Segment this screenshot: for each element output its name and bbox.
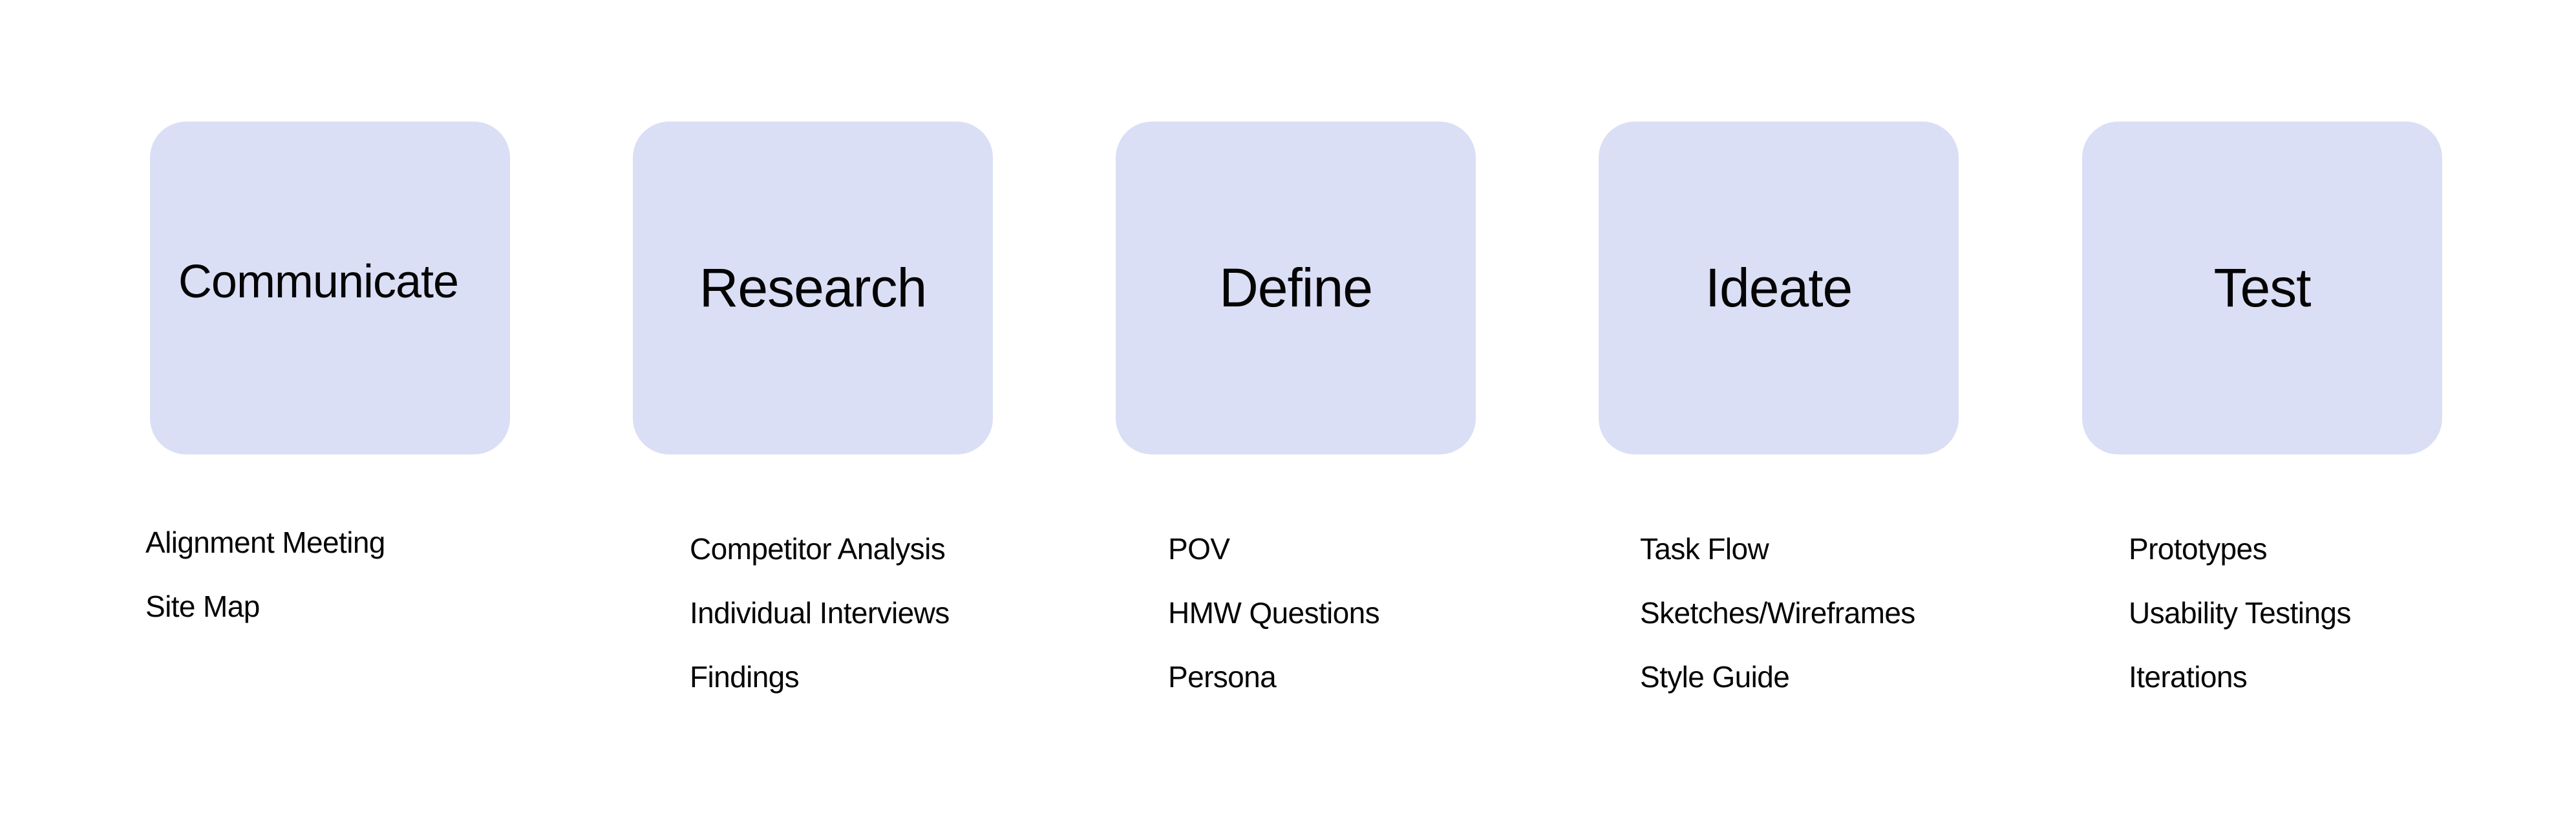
phase-title: Research bbox=[699, 257, 928, 318]
list-item: Persona bbox=[1168, 660, 1277, 694]
phase-card-define: Define bbox=[1116, 122, 1476, 454]
list-item: Competitor Analysis bbox=[690, 532, 946, 566]
list-item: Iterations bbox=[2129, 660, 2248, 694]
list-item: POV bbox=[1168, 532, 1230, 566]
phase-card-ideate: Ideate bbox=[1599, 122, 1959, 454]
list-item: Findings bbox=[690, 660, 800, 694]
phase-card-communicate: Communicate bbox=[150, 122, 510, 454]
phase-title: Ideate bbox=[1705, 257, 1853, 318]
phase-card-test: Test bbox=[2082, 122, 2442, 454]
phase-title: Test bbox=[2213, 257, 2311, 318]
phase-title: Define bbox=[1219, 257, 1373, 318]
list-item: Task Flow bbox=[1640, 532, 1769, 566]
list-item: Site Map bbox=[145, 590, 260, 623]
list-item: Style Guide bbox=[1640, 660, 1790, 694]
list-item: Sketches/Wireframes bbox=[1640, 596, 1915, 630]
list-item: Prototypes bbox=[2129, 532, 2268, 566]
list-item: Individual Interviews bbox=[690, 596, 950, 630]
list-item: Alignment Meeting bbox=[145, 526, 385, 559]
phase-card-research: Research bbox=[633, 122, 993, 454]
list-item: Usability Testings bbox=[2129, 596, 2351, 630]
phase-title: Communicate bbox=[178, 255, 459, 308]
list-item: HMW Questions bbox=[1168, 596, 1380, 630]
